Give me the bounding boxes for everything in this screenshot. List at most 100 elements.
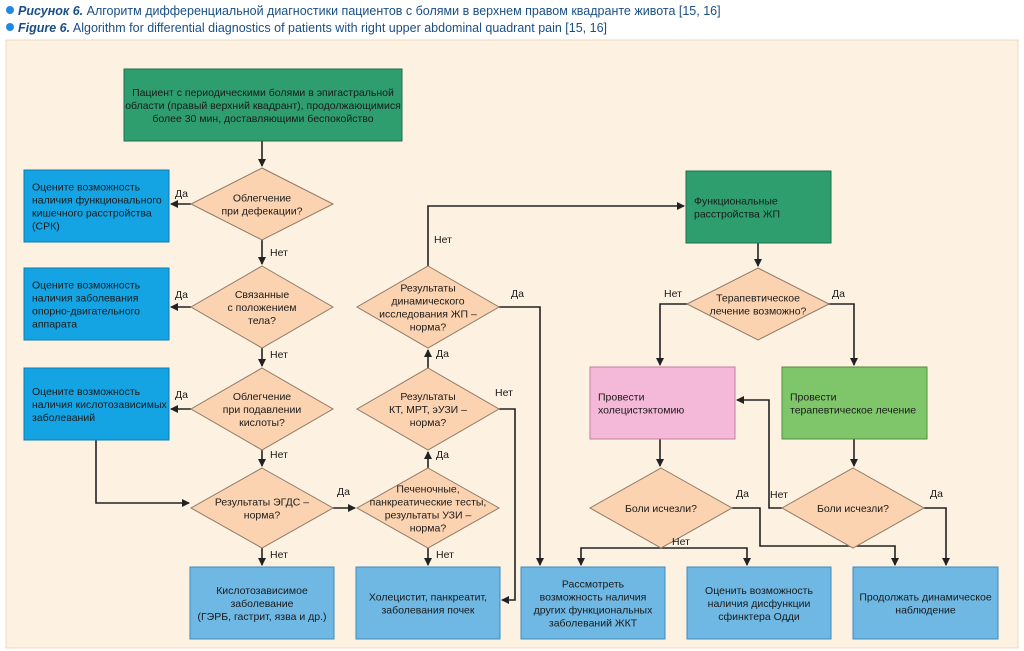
node-text: Оцените возможность bbox=[32, 280, 141, 292]
caption-en-text: Algorithm for differential diagnostics o… bbox=[70, 21, 607, 35]
caption-ru-text: Алгоритм дифференциальной диагностики па… bbox=[83, 4, 721, 18]
edge-label-yes: Да bbox=[736, 488, 749, 500]
decision-diamond bbox=[355, 467, 501, 549]
node-d-liver: Печеночные,панкреатические тесты,результ… bbox=[355, 467, 501, 549]
node-text: наличия дисфункции bbox=[708, 598, 811, 610]
process-box bbox=[189, 566, 335, 640]
caption-en: Figure 6. Algorithm for differential dia… bbox=[6, 21, 607, 35]
node-start: Пациент с периодическими болями в эпигас… bbox=[123, 68, 403, 142]
decision-diamond bbox=[189, 167, 335, 241]
edge-label-no: Нет bbox=[436, 549, 454, 561]
edge-label-no: Нет bbox=[664, 288, 682, 300]
node-text: заболеваний ЖКТ bbox=[549, 618, 638, 630]
decision-diamond bbox=[356, 265, 500, 349]
node-text: Оценить возможность bbox=[705, 585, 813, 597]
decision-diamond bbox=[685, 267, 831, 341]
connector-arrow bbox=[95, 440, 190, 507]
node-text: исследования ЖП – bbox=[379, 309, 477, 321]
node-text: Провести bbox=[790, 392, 837, 404]
caption-en-prefix: Figure 6. bbox=[18, 21, 71, 35]
edge-label-no: Нет bbox=[672, 536, 690, 548]
node-text: Холецистит, панкреатит, bbox=[369, 592, 487, 604]
node-text: кишечного расстройства bbox=[32, 208, 152, 220]
node-text: наличия кислотозависимых bbox=[32, 399, 168, 411]
edge-label-no: Нет bbox=[770, 489, 788, 501]
connector-arrow bbox=[736, 396, 782, 509]
decision-diamond bbox=[189, 467, 335, 549]
edge-label-no: Нет bbox=[434, 234, 452, 246]
connector-arrow bbox=[499, 306, 544, 566]
node-text: опорно-двигательного bbox=[32, 306, 140, 318]
node-text: Печеночные, bbox=[396, 484, 459, 496]
node-text: аппарата bbox=[32, 319, 77, 331]
node-d-pain2: Боли исчезли? bbox=[780, 467, 926, 549]
process-box bbox=[123, 68, 403, 142]
node-text: Оцените возможность bbox=[32, 386, 141, 398]
edge-label-yes: Да bbox=[337, 486, 350, 498]
node-text: сфинктера Одди bbox=[718, 611, 800, 623]
node-text: Боли исчезли? bbox=[625, 503, 697, 515]
node-text: норма? bbox=[244, 510, 281, 522]
node-text: Рассмотреть bbox=[562, 579, 625, 591]
edge-label-yes: Да bbox=[175, 188, 188, 200]
node-text: расстройства ЖП bbox=[694, 209, 780, 221]
bullet-icon bbox=[6, 23, 14, 31]
node-text: Связанные bbox=[235, 289, 290, 301]
node-text: Кислотозависимое bbox=[216, 585, 308, 597]
process-box bbox=[23, 367, 170, 441]
node-text: кислоты? bbox=[239, 417, 285, 429]
process-box bbox=[589, 366, 736, 440]
process-box bbox=[520, 566, 666, 640]
node-text: Боли исчезли? bbox=[817, 503, 889, 515]
node-chole: Холецистит, панкреатит,заболевания почек bbox=[355, 566, 501, 640]
node-d-egds: Результаты ЭГДС –норма? bbox=[189, 467, 335, 549]
node-text: норма? bbox=[410, 523, 447, 535]
node-text: области (правый верхний квадрант), продо… bbox=[125, 100, 401, 112]
edge-label-no: Нет bbox=[270, 449, 288, 461]
node-text: при подавлении bbox=[223, 404, 302, 416]
connector-arrow bbox=[499, 408, 516, 604]
node-text: Пациент с периодическими болями в эпигас… bbox=[132, 87, 394, 99]
node-text: наличия функционального bbox=[32, 195, 162, 207]
node-text: норма? bbox=[410, 417, 447, 429]
node-text: Облегчение bbox=[233, 193, 291, 205]
node-text: других функциональных bbox=[534, 605, 653, 617]
node-text: КТ, МРТ, эУЗИ – bbox=[389, 404, 467, 416]
node-text: динамического bbox=[391, 296, 464, 308]
node-text: лечение возможно? bbox=[710, 306, 807, 318]
node-text: результаты УЗИ – bbox=[385, 510, 472, 522]
node-text: Результаты ЭГДС – bbox=[215, 497, 309, 509]
process-box bbox=[686, 566, 832, 640]
process-box bbox=[23, 169, 170, 243]
node-text: норма? bbox=[410, 322, 447, 334]
node-text: наличия заболевания bbox=[32, 293, 138, 305]
node-text: холецистэктомию bbox=[598, 405, 684, 417]
edge-label-no: Нет bbox=[495, 387, 513, 399]
node-text: Продолжать динамическое bbox=[859, 592, 992, 604]
edge-label-yes: Да bbox=[511, 288, 524, 300]
node-text: Облегчение bbox=[233, 391, 291, 403]
edge-label-yes: Да bbox=[436, 449, 449, 461]
connector-arrow bbox=[732, 507, 899, 566]
node-text: Оцените возможность bbox=[32, 182, 141, 194]
decision-diamond bbox=[356, 367, 500, 451]
node-text: при дефекации? bbox=[221, 206, 302, 218]
edge-label-yes: Да bbox=[832, 288, 845, 300]
node-text: заболеваний bbox=[32, 412, 95, 424]
caption-ru: Рисунок 6. Алгоритм дифференциальной диа… bbox=[6, 4, 721, 18]
